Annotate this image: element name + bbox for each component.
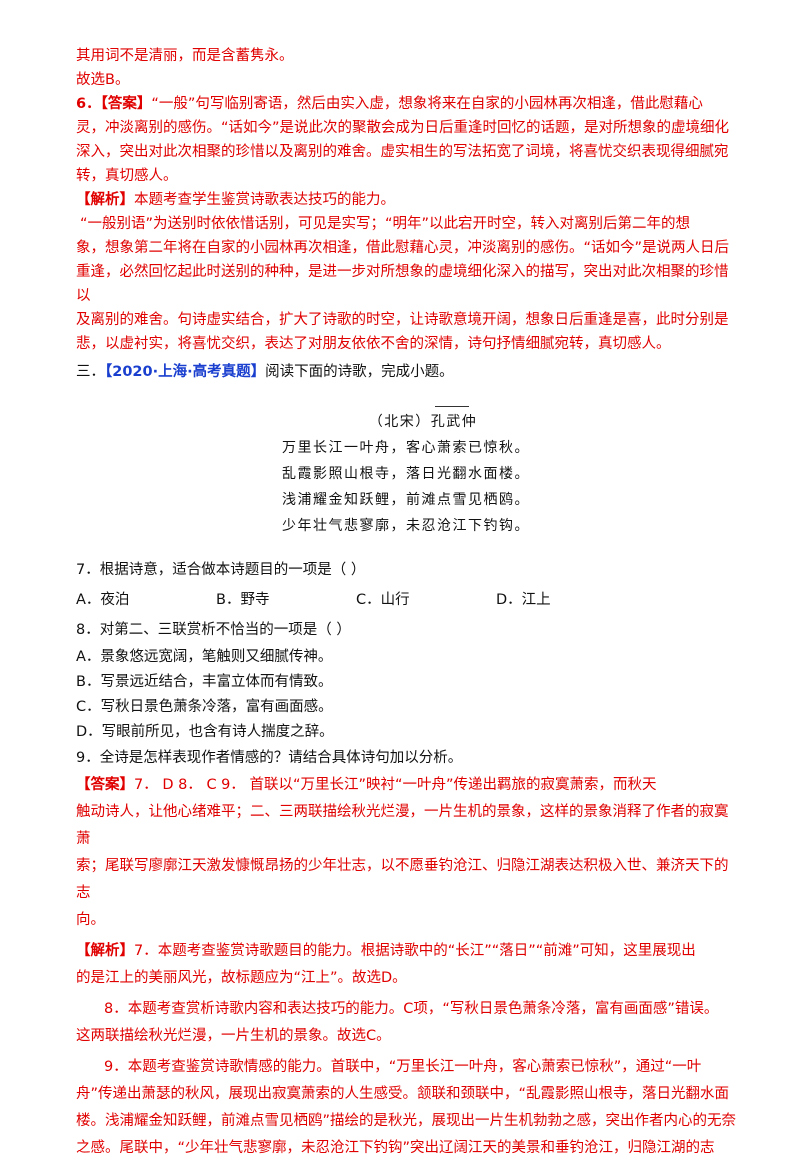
text-line: 故选B。 — [76, 72, 130, 88]
text-line: 触动诗人，让他心绪难平；二、三两联描绘秋光烂漫，一片生机的景象，这样的景象消释了… — [76, 804, 729, 847]
section-instruction: 阅读下面的诗歌，完成小题。 — [265, 364, 454, 380]
text-line: 9．本题考查鉴赏诗歌情感的能力。首联中，“万里长江一叶舟，客心萧索已惊秋”，通过… — [104, 1059, 702, 1075]
text-line: 其用词不是清丽，而是含蓄隽永。 — [76, 48, 294, 64]
q7-options: A．夜泊 B．野寺 C．山行 D．江上 — [76, 585, 736, 615]
analysis-label: 【解析】 — [76, 943, 134, 959]
option-a: A．夜泊 — [76, 592, 130, 608]
question-7: 7．根据诗意，适合做本诗题目的一项是（ ） — [76, 562, 366, 578]
q6-analysis: 【解析】本题考查学生鉴赏诗歌表达技巧的能力。 — [76, 188, 736, 212]
document-page: 其用词不是清丽，而是含蓄隽永。 故选B。 6．【答案】“一般”句写临别寄语，然后… — [76, 44, 736, 1162]
option-b: B．写景远近结合，丰富立体而有情致。 — [76, 674, 333, 690]
text-line: 8．本题考查赏析诗歌内容和表达技巧的能力。C项，“写秋日景色萧条冷落，富有画面感… — [104, 1001, 719, 1017]
text-line: 深入，突出对此次相聚的珍惜以及离别的难舍。虚实相生的写法拓宽了词境，将喜忧交织表… — [76, 144, 729, 160]
text-line: 之感。尾联中，“少年壮气悲寥廓，未忍沧江下钓钩”突出辽阔江天的美景和垂钓沧江，归… — [76, 1140, 715, 1156]
option-d: D．江上 — [496, 592, 551, 608]
text-line: 的是江上的美丽风光，故标题应为“江上”。故选D。 — [76, 970, 407, 986]
poem-line: 少年壮气悲寥廓，未忍沧江下钓钩。 — [282, 518, 530, 534]
text-line: 向。 — [76, 912, 105, 928]
text-line: 7． D 8． C 9． 首联以“万里长江”映衬“一叶舟”传递出羁旅的寂寞萧索，… — [134, 777, 657, 793]
text-line: 转，真切感人。 — [76, 168, 178, 184]
text-line: “一般”句写临别寄语，然后由实入虚，想象将来在自家的小园林再次相逢，借此慰藉心 — [151, 96, 703, 112]
text-line: “一般别语”为送别时依依惜话别，可见是实写；“明年”以此宕开时空，转入对离别后第… — [80, 216, 691, 232]
answer-block: 【答案】7． D 8． C 9． 首联以“万里长江”映衬“一叶舟”传递出羁旅的寂… — [76, 772, 736, 799]
text-line: 这两联描绘秋光烂漫，一片生机的景象。故选C。 — [76, 1028, 391, 1044]
text-line: 及离别的难舍。句诗虚实结合，扩大了诗歌的时空，让诗歌意境开阔，想象日后重逢是喜，… — [76, 312, 729, 328]
text-line: 楼。浅浦耀金知跃鲤，前滩点雪见栖鸥”描绘的是秋光，展现出一片生机勃勃之感，突出作… — [76, 1113, 737, 1129]
option-c: C．山行 — [356, 592, 410, 608]
section-prefix: 三． — [76, 364, 105, 380]
question-9: 9．全诗是怎样表现作者情感的？请结合具体诗句加以分析。 — [76, 750, 463, 766]
answer-label: 6．【答案】 — [76, 96, 152, 112]
analysis-block: 【解析】7．本题考查鉴赏诗歌题目的能力。根据诗歌中的“长江”“落日”“前滩”可知… — [76, 938, 736, 965]
answer-label: 【答案】 — [76, 777, 134, 793]
text-line: 悲，以虚衬实，将喜忧交织，表达了对朋友依依不舍的深情，诗句抒情细腻宛转，真切感人… — [76, 336, 671, 352]
poem: （北宋）孔武仲 万里长江一叶舟，客心萧索已惊秋。 乱霞影照山根寺，落日光翻水面楼… — [76, 406, 736, 539]
source-tag: 【2020·上海·高考真题】 — [105, 364, 266, 380]
text-line: 7．本题考查鉴赏诗歌题目的能力。根据诗歌中的“长江”“落日”“前滩”可知，这里展… — [134, 943, 696, 959]
text-line: 重逢，必然回忆起此时送别的种种，是进一步对所想象的虚境细化深入的描写，突出对此次… — [76, 264, 729, 304]
poem-line: 万里长江一叶舟，客心萧索已惊秋。 — [282, 440, 530, 456]
title-blank — [435, 406, 469, 407]
option-c: C．写秋日景色萧条冷落，富有画面感。 — [76, 699, 333, 715]
option-d: D．写眼前所见，也含有诗人揣度之辞。 — [76, 724, 334, 740]
text-line: 索；尾联写廖廓江天激发慷慨昂扬的少年壮志，以不愿垂钓沧江、归隐江湖表达积极入世、… — [76, 858, 729, 901]
analysis-label: 【解析】 — [76, 192, 134, 208]
option-a: A．景象悠远宽阔，笔触则又细腻传神。 — [76, 649, 333, 665]
text-line: 灵，冲淡离别的感伤。“话如今”是说此次的聚散会成为日后重逢时回忆的话题，是对所想… — [76, 120, 730, 136]
q6-answer: 6．【答案】“一般”句写临别寄语，然后由实入虚，想象将来在自家的小园林再次相逢，… — [76, 92, 736, 116]
poem-line: 浅浦耀金知跃鲤，前滩点雪见栖鸥。 — [282, 492, 530, 508]
text-line: 象，想象第二年将在自家的小园林再次相逢，借此慰藉心灵，冲淡离别的感伤。“话如今”… — [76, 240, 730, 256]
option-b: B．野寺 — [216, 592, 270, 608]
text-line: 本题考查学生鉴赏诗歌表达技巧的能力。 — [134, 192, 395, 208]
section-heading: 三．【2020·上海·高考真题】阅读下面的诗歌，完成小题。 — [76, 360, 736, 384]
poem-line: 乱霞影照山根寺，落日光翻水面楼。 — [282, 466, 530, 482]
poem-author: （北宋）孔武仲 — [368, 414, 478, 430]
question-8: 8．对第二、三联赏析不恰当的一项是（ ） — [76, 622, 351, 638]
text-line: 舟”传递出萧瑟的秋风，展现出寂寞萧索的人生感受。颔联和颈联中，“乱霞影照山根寺，… — [76, 1086, 730, 1102]
